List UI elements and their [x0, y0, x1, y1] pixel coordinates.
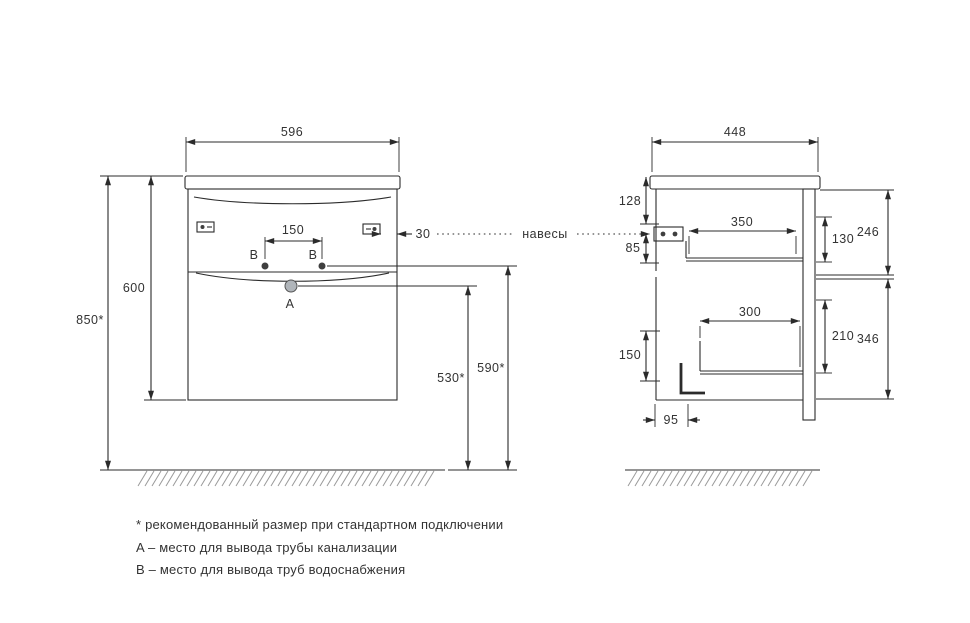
hangers-callout: навесы [437, 227, 650, 241]
top-drawer-front-label: 130 [832, 232, 854, 246]
point-b-right-label: B [309, 248, 318, 262]
dim-top-drawer-front: 130 [816, 216, 854, 263]
countertop-side [649, 175, 821, 190]
supply-height-label: 590* [477, 361, 505, 375]
point-b-left-label: B [250, 248, 259, 262]
dim-front-clearance: 95 [643, 404, 700, 427]
depth-label: 448 [724, 125, 746, 139]
ground-right [625, 469, 820, 487]
dim-depth: 448 [651, 125, 819, 172]
dim-hanger-drop: 85 [626, 234, 659, 264]
footnote-point-b: B – место для вывода труб водоснабжения [136, 562, 406, 577]
front-view [184, 175, 401, 401]
wall-hanger [653, 226, 684, 242]
front-width-label: 596 [281, 125, 303, 139]
dim-top-section-height: 246 [816, 189, 894, 276]
point-a-marker [284, 279, 298, 293]
supply-spacing-label: 150 [282, 223, 304, 237]
top-section-height-label: 246 [857, 225, 879, 239]
front-clearance-label: 95 [664, 413, 679, 427]
dim-cabinet-height: 600 [123, 176, 186, 401]
drain-pipe-cutout [679, 363, 705, 395]
hangers-callout-label: навесы [522, 227, 568, 241]
point-a-label: A [286, 297, 295, 311]
countertop-front [184, 175, 401, 190]
footnote-recommended-size: * рекомендованный размер при стандартном… [136, 517, 504, 532]
cabinet-height-label: 600 [123, 281, 145, 295]
hanger-drop-label: 85 [626, 241, 641, 255]
bottom-drawer-front-label: 210 [832, 329, 854, 343]
dim-bottom-drawer-front: 210 [816, 299, 854, 374]
drain-height-label: 530* [437, 371, 465, 385]
dim-supply-height: 590* [327, 265, 517, 471]
dim-bottom-section-height: 346 [816, 278, 894, 400]
bottom-section-height-label: 346 [857, 332, 879, 346]
hanger-bracket-left [196, 221, 215, 233]
hanger-offset-label: 30 [416, 227, 431, 241]
cabinet-body-front [187, 188, 398, 401]
top-to-hanger-label: 128 [619, 194, 641, 208]
ground-left [135, 469, 445, 487]
dim-mount-height: 850* [76, 175, 183, 471]
bottom-drawer-depth-label: 300 [739, 305, 761, 319]
top-handle-groove [193, 196, 392, 205]
point-b-left-marker [261, 262, 269, 270]
side-view [649, 175, 821, 421]
dim-bottom-drawer-depth: 300 [699, 305, 801, 367]
dim-hanger-offset: 30 [370, 227, 430, 241]
dim-pipe-zone-height: 150 [619, 330, 660, 382]
pipe-zone-height-label: 150 [619, 348, 641, 362]
dim-front-width: 596 [185, 125, 400, 172]
dim-drain-height: 530* [298, 285, 477, 470]
back-panel [802, 188, 816, 421]
dim-top-drawer-depth: 350 [688, 215, 797, 254]
point-b-right-marker [318, 262, 326, 270]
mount-height-label: 850* [76, 313, 104, 327]
footnotes: * рекомендованный размер при стандартном… [136, 514, 503, 582]
hanger-bracket-right [362, 223, 381, 235]
dim-top-to-hanger: 128 [619, 177, 659, 225]
dim-supply-spacing: 150 [264, 223, 323, 259]
top-drawer-depth-label: 350 [731, 215, 753, 229]
footnote-point-a: A – место для вывода трубы канализации [136, 539, 398, 555]
